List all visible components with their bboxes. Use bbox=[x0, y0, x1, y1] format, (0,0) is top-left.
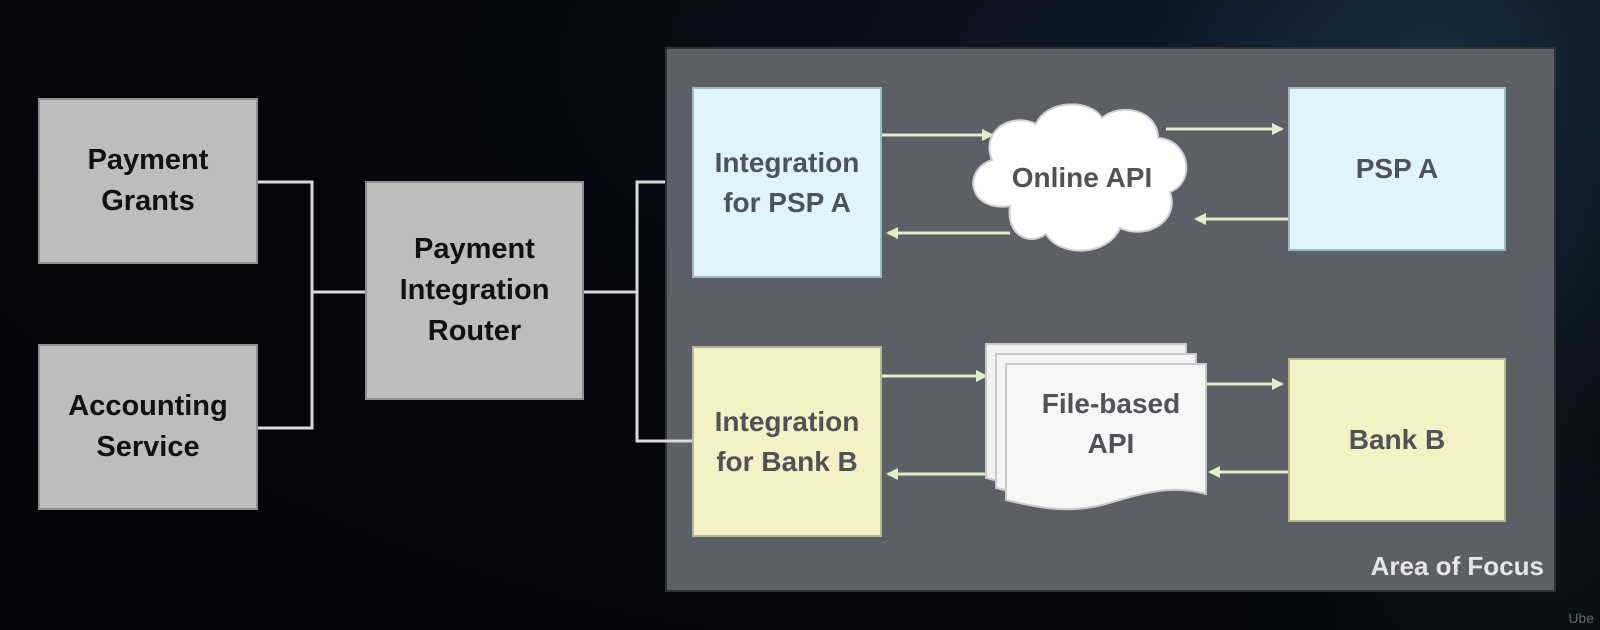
online-api-label: Online API bbox=[1011, 162, 1153, 193]
integration-psp-a-label: Integration for PSP A bbox=[714, 146, 860, 218]
file-stack-shape bbox=[985, 343, 1207, 511]
psp-a-label: PSP A bbox=[1355, 153, 1439, 185]
right-connector bbox=[584, 180, 692, 443]
bank-b-box: Bank B bbox=[1288, 358, 1506, 522]
cloud-shape bbox=[972, 103, 1188, 252]
integration-psp-a-box: Integration for PSP A bbox=[692, 87, 882, 278]
router-label: Payment Integration Router bbox=[399, 232, 550, 348]
psp-a-box: PSP A bbox=[1288, 87, 1506, 251]
integration-bank-b-box: Integration for Bank B bbox=[692, 346, 882, 537]
accounting-service-box: Accounting Service bbox=[38, 344, 258, 510]
router-box: Payment Integration Router bbox=[365, 181, 584, 400]
corner-caption: Ube bbox=[1568, 610, 1594, 626]
integration-bank-b-label: Integration for Bank B bbox=[714, 405, 860, 477]
payment-grants-label: Payment Grants bbox=[87, 143, 209, 217]
arrow-file-api-to-integration bbox=[886, 462, 996, 480]
bank-b-label: Bank B bbox=[1348, 424, 1446, 456]
psp-arrows bbox=[882, 123, 1288, 239]
area-of-focus-label: Area of Focus bbox=[1370, 551, 1544, 581]
payment-grants-box: Payment Grants bbox=[38, 98, 258, 264]
accounting-service-label: Accounting Service bbox=[68, 389, 228, 463]
file-api-label: File-based API bbox=[1041, 388, 1181, 459]
left-connector bbox=[258, 180, 365, 430]
